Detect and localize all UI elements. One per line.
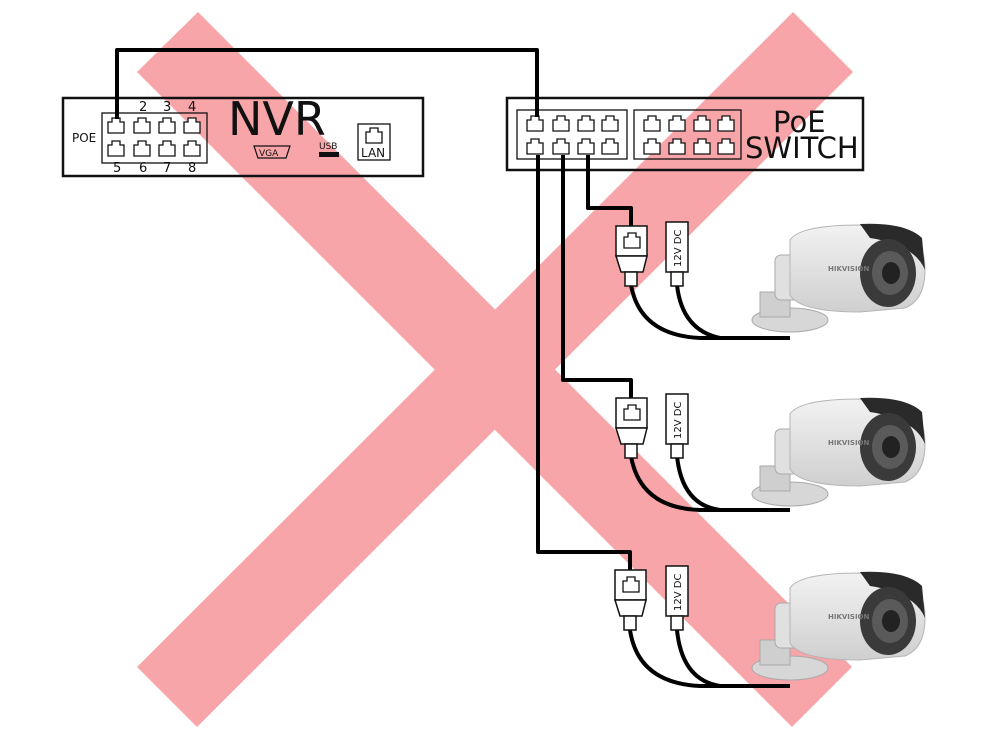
camera-icon (751, 397, 926, 507)
nvr-port-5 (107, 140, 125, 157)
switch-port (526, 138, 544, 155)
switch-port (601, 115, 619, 132)
nvr-port-number: 6 (139, 161, 147, 176)
injector-1-data-cable (629, 284, 790, 340)
switch-port (577, 138, 595, 155)
lan-label: LAN (361, 146, 385, 160)
injector-3-power-cable (675, 629, 721, 688)
poe-switch: PoE SWITCH (505, 96, 865, 172)
nvr-port-1 (107, 117, 125, 134)
switch-port (552, 115, 570, 132)
nvr-port-number: 5 (113, 161, 121, 176)
camera-brand: HIKVISION (828, 265, 870, 273)
nvr-port-6 (133, 140, 151, 157)
switch-port-group-left (526, 115, 619, 155)
nvr-port-number: 4 (188, 100, 196, 115)
injector-3-data-cable (628, 629, 790, 688)
nvr-port-number: 7 (163, 161, 171, 176)
prohibited-cross (137, 12, 853, 727)
camera-icon (751, 223, 926, 333)
camera-1: HIKVISION (751, 223, 926, 333)
poe-splitter-2: 12V DC (614, 393, 689, 459)
cables (115, 48, 790, 688)
switch-title-line2: SWITCH (745, 131, 859, 165)
nvr-port-row-bottom (107, 140, 201, 157)
camera-3: HIKVISION (751, 571, 926, 681)
poe-splitter-1: 12V DC (614, 221, 689, 287)
vga-label: VGA (259, 149, 279, 159)
nvr-port-number: 8 (188, 161, 196, 176)
lan-port-frame (357, 123, 391, 161)
dc-label: 12V DC (673, 574, 684, 611)
switch-title-line1: PoE (773, 105, 826, 139)
switch-port (601, 138, 619, 155)
nvr-port-7 (158, 140, 176, 157)
usb-port-icon (319, 152, 339, 157)
nvr-to-switch-cable (115, 48, 539, 119)
nvr-port-number: 2 (139, 100, 147, 115)
switch-to-injector-1-cable (586, 155, 633, 228)
usb-label: USB (319, 142, 337, 152)
switch-to-injector-3-cable (536, 155, 632, 572)
camera-brand: HIKVISION (828, 613, 870, 621)
camera-brand: HIKVISION (828, 439, 870, 447)
switch-port (668, 115, 686, 132)
injector-1-power-cable (675, 284, 721, 340)
nvr-port-3 (158, 117, 176, 134)
switch-port (526, 115, 544, 132)
poe-splitter-3: 12V DC (613, 565, 689, 631)
switch-port (643, 115, 661, 132)
switch-port (643, 138, 661, 155)
switch-port (577, 115, 595, 132)
injector-2-data-cable (629, 455, 790, 512)
nvr-title: NVR (228, 92, 326, 146)
nvr-port-8 (183, 140, 201, 157)
dc-label: 12V DC (673, 402, 684, 439)
switch-port (552, 138, 570, 155)
nvr-port-2 (133, 117, 151, 134)
vga-port-icon (253, 145, 291, 159)
switch-to-injector-2-cable (561, 155, 633, 400)
injector-2-power-cable (675, 455, 721, 512)
lan-port-icon (365, 127, 383, 144)
nvr-device: POE 2 3 4 5 6 7 8 NVR VGA USB LAN (61, 92, 425, 178)
camera-2: HIKVISION (751, 397, 926, 507)
nvr-port-number: 3 (163, 100, 171, 115)
nvr-poe-label: POE (72, 131, 96, 145)
dc-label: 12V DC (673, 230, 684, 267)
